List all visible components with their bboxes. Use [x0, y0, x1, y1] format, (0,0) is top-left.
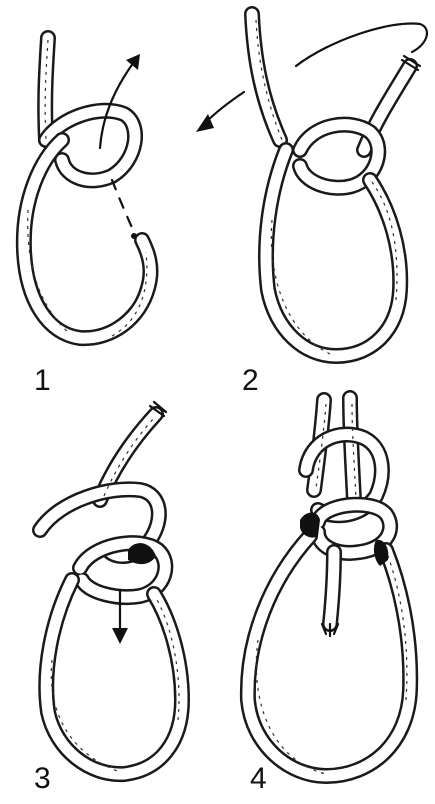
- step-4-label: 4: [250, 764, 267, 794]
- step-4-illustration: [248, 398, 410, 776]
- step-1-dashed-guide: [112, 180, 134, 232]
- step-2-label: 2: [242, 366, 259, 396]
- step-2-arrow: [204, 23, 427, 124]
- step-2-illustration: [196, 14, 427, 356]
- step-1-illustration: [24, 38, 151, 338]
- step-3-illustration: [40, 402, 182, 774]
- step-1-label: 1: [34, 366, 51, 396]
- step-3-label: 3: [34, 764, 51, 794]
